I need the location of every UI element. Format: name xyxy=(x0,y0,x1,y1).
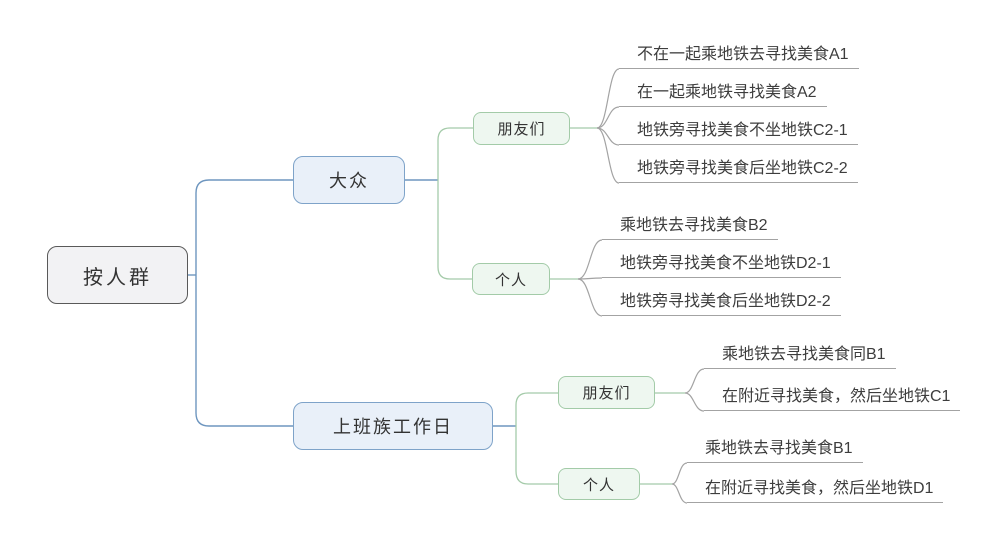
leaf-node[interactable]: 地铁旁寻找美食后坐地铁D2-2 xyxy=(602,289,841,316)
root-node[interactable]: 按人群 xyxy=(47,246,188,304)
leaf-node[interactable]: 地铁旁寻找美食不坐地铁D2-1 xyxy=(602,251,841,278)
branch-node-public[interactable]: 大众 xyxy=(293,156,405,204)
leaf-node[interactable]: 乘地铁去寻找美食B1 xyxy=(687,436,863,463)
subnode-personal-public[interactable]: 个人 xyxy=(472,263,550,295)
subnode-friends-public[interactable]: 朋友们 xyxy=(473,112,570,145)
branch-node-commuter-workday[interactable]: 上班族工作日 xyxy=(293,402,493,450)
leaf-node[interactable]: 乘地铁去寻找美食同B1 xyxy=(704,342,896,369)
leaf-node[interactable]: 在一起乘地铁寻找美食A2 xyxy=(619,80,827,107)
leaf-node[interactable]: 在附近寻找美食，然后坐地铁D1 xyxy=(687,476,944,503)
leaf-node[interactable]: 乘地铁去寻找美食B2 xyxy=(602,213,778,240)
subnode-personal-commuter[interactable]: 个人 xyxy=(558,468,640,500)
subnode-friends-commuter[interactable]: 朋友们 xyxy=(558,376,655,409)
leaf-node[interactable]: 在附近寻找美食，然后坐地铁C1 xyxy=(704,384,961,411)
leaf-node[interactable]: 地铁旁寻找美食不坐地铁C2-1 xyxy=(619,118,858,145)
leaf-node[interactable]: 不在一起乘地铁去寻找美食A1 xyxy=(619,42,859,69)
leaf-node[interactable]: 地铁旁寻找美食后坐地铁C2-2 xyxy=(619,156,858,183)
